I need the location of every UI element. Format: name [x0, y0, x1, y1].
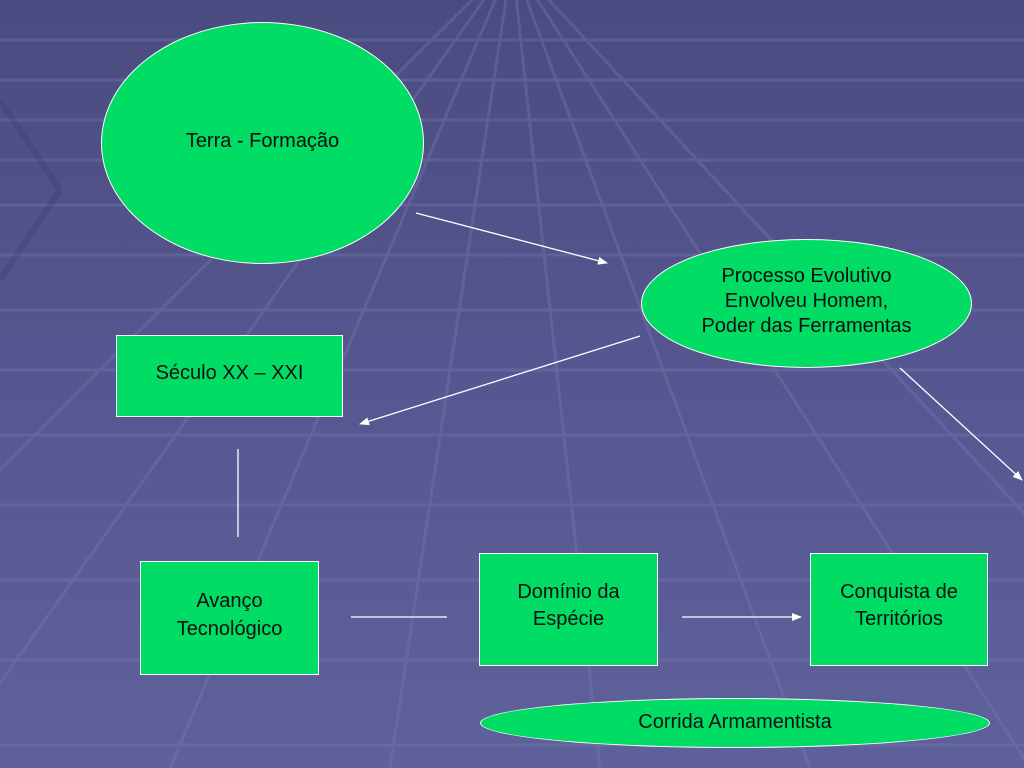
node-terra-formacao-label: Terra - Formação — [185, 130, 340, 152]
node-dominio-da-especie[interactable]: Domínio da Espécie — [479, 553, 658, 666]
node-avanco-tecnologico[interactable]: Avanço Tecnológico — [140, 561, 319, 675]
node-corrida-armamentista[interactable]: Corrida Armamentista — [480, 698, 990, 748]
node-conquista-de-territorios[interactable]: Conquista de Territórios — [810, 553, 988, 666]
node-dominio-da-especie-label: Domínio da Espécie — [517, 580, 620, 630]
node-conquista-de-territorios-label: Conquista de Territórios — [840, 580, 958, 630]
node-processo-evolutivo[interactable]: Processo Evolutivo Envolveu Homem, Poder… — [641, 239, 972, 368]
node-seculo-xx-xxi-label: Século XX – XXI — [155, 362, 304, 384]
node-corrida-armamentista-label: Corrida Armamentista — [638, 711, 832, 733]
node-avanco-tecnologico-label: Avanço Tecnológico — [176, 590, 283, 640]
node-terra-formacao[interactable]: Terra - Formação — [101, 22, 424, 264]
node-processo-evolutivo-label: Processo Evolutivo Envolveu Homem, Poder… — [701, 265, 912, 337]
node-seculo-xx-xxi[interactable]: Século XX – XXI — [116, 335, 343, 417]
